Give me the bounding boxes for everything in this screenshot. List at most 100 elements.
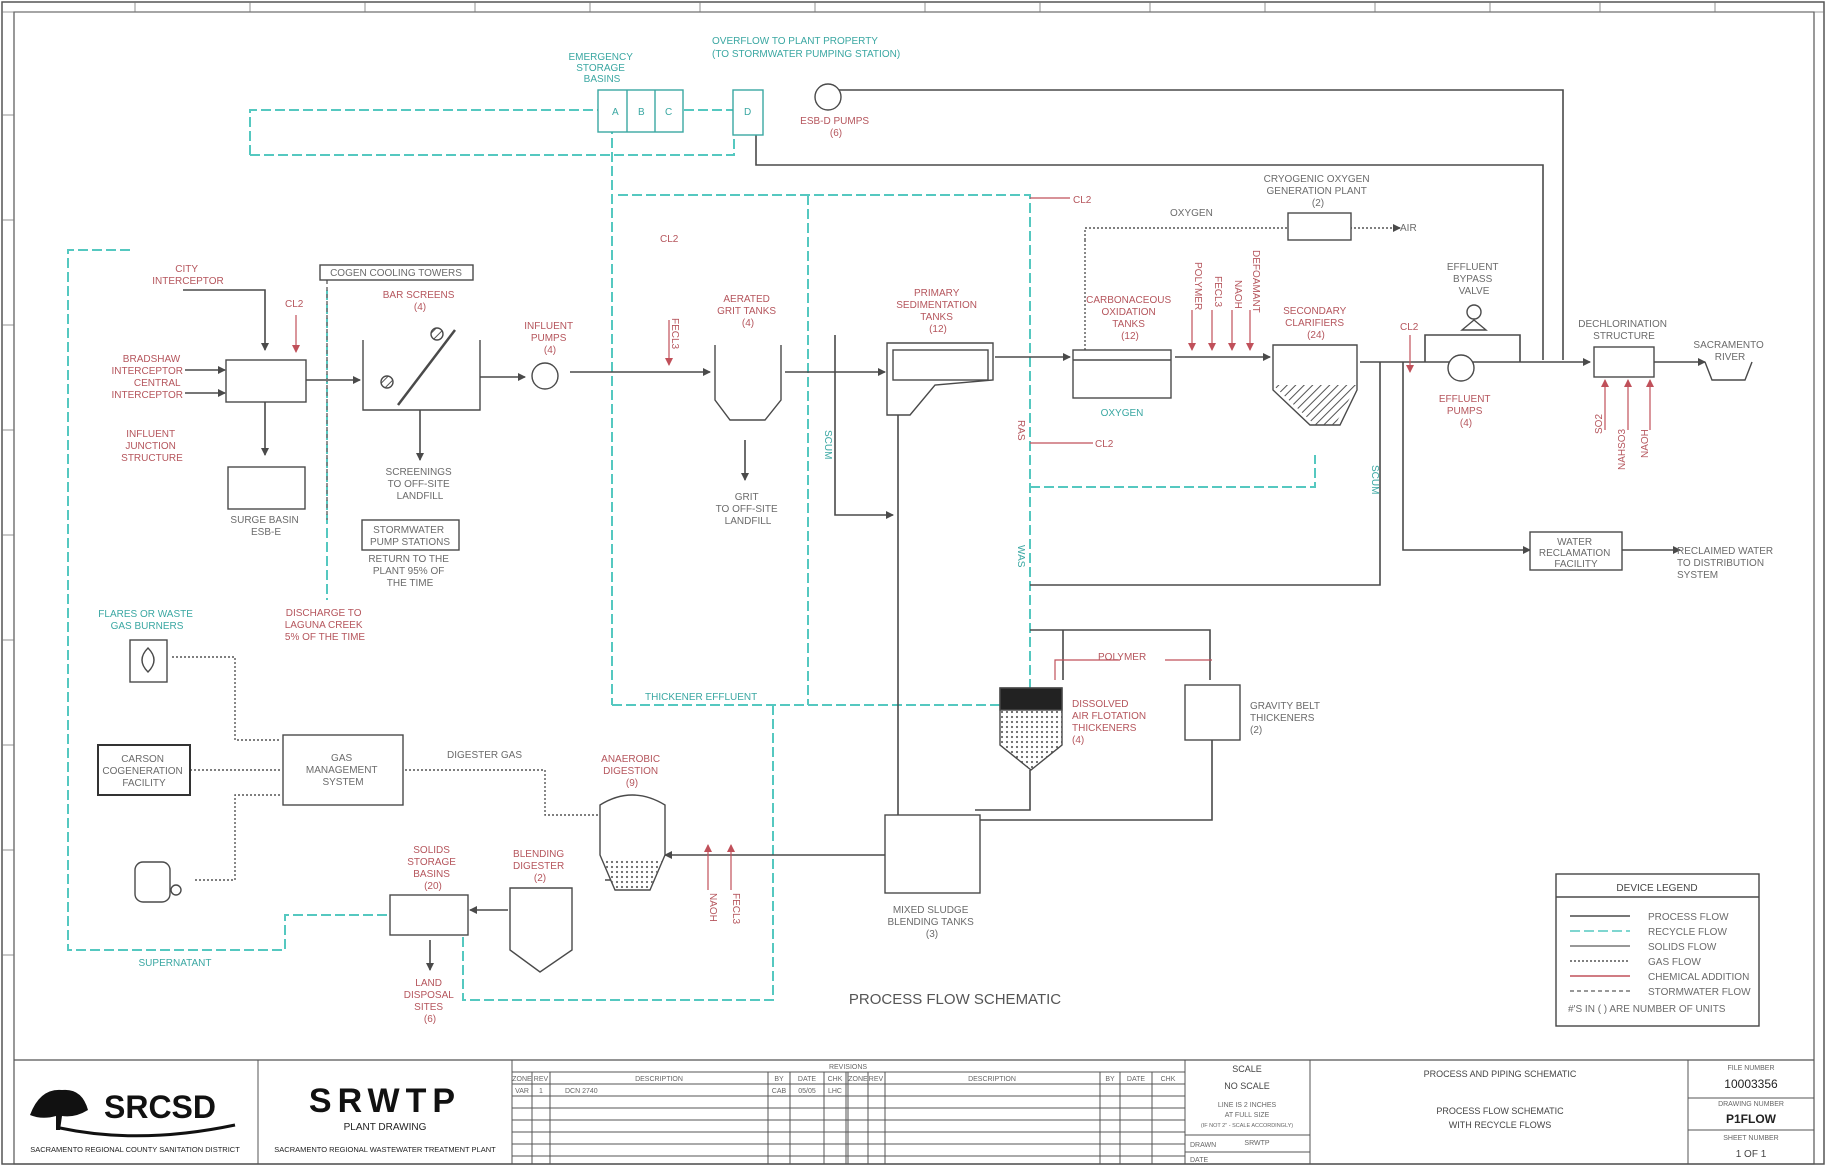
legend-solids: SOLIDS FLOW [1648,942,1717,953]
effluent-bypass-label: EFFLUENT BYPASS VALVE [1447,262,1501,297]
naoh-label-2: NAOH [1640,429,1651,458]
svg-text:DATE: DATE [1127,1076,1145,1083]
flare-icon [129,639,168,683]
legend-recycle: RECYCLE FLOW [1648,927,1727,938]
blending-digester-label: BLENDING DIGESTER (2) [513,849,567,884]
basin-b-label: B [638,107,645,118]
title-main-1: PROCESS FLOW SCHEMATIC [1436,1106,1564,1116]
mixed-sludge-blending-tank [884,814,981,894]
sheet-number-label: SHEET NUMBER [1723,1135,1779,1142]
city-interceptor-label: CITY INTERCEPTOR [152,264,224,287]
sacramento-river-icon [1704,361,1753,381]
solids-storage-label: SOLIDS STORAGE BASINS (20) [407,845,459,892]
supernatant-label: SUPERNATANT [139,958,212,969]
carbonaceous-label: CARBONACEOUS OXIDATION TANKS (12) [1086,295,1174,342]
revisions-header: REVISIONS [829,1064,867,1071]
surge-basin-label: SURGE BASIN ESB-E [230,515,301,538]
land-disposal-label: LAND DISPOSAL SITES (6) [404,978,456,1025]
stormwater-pump-stations [361,519,460,551]
chemical-flow-lines [292,197,1654,890]
scum-label-2: SCUM [1369,465,1380,494]
secondary-clar-label: SECONDARY CLARIFIERS (24) [1283,306,1349,341]
cryogenic-label: CRYOGENIC OXYGEN GENERATION PLANT (2) [1264,174,1373,209]
emergency-storage-basins [597,89,684,133]
gravity-belt-label: GRAVITY BELT THICKENERS (2) [1250,701,1323,736]
influent-pump [531,362,559,390]
solids-storage-basins [389,894,469,936]
svg-text:REV: REV [869,1076,884,1083]
legend-process: PROCESS FLOW [1648,912,1729,923]
diagram-labels: EMERGENCY STORAGE BASINS A B C D OVERFLO… [98,36,1773,1025]
rev-date: 05/05 [798,1088,816,1095]
gas-flow-lines [172,224,1401,881]
date-label: DATE [1190,1157,1208,1164]
svg-text:BY: BY [774,1076,784,1083]
drawing-number-label: DRAWING NUMBER [1718,1101,1784,1108]
air-label: AIR [1400,223,1417,234]
thickener-effluent-label: THICKENER EFFLUENT [645,692,757,703]
scale-accordingly-note: (IF NOT 2" - SCALE ACCORDINGLY) [1201,1123,1293,1129]
legend-text: DEVICE LEGEND PROCESS FLOW RECYCLE FLOW … [1568,883,1751,1015]
cl2-label-1: CL2 [1073,195,1092,206]
tree-logo-icon [30,1089,88,1130]
stormwater-pump-label: STORMWATER PUMP STATIONS [370,525,450,548]
water-reclamation-label: WATER RECLAMATION FACILITY [1539,537,1613,570]
primary-sed-label: PRIMARY SEDIMENTATION TANKS (12) [896,288,980,335]
gas-mgmt-label: GAS MANAGEMENT SYSTEM [306,753,380,788]
polymer-label: POLYMER [1098,652,1146,663]
fecl3-label-3: FECL3 [730,893,741,925]
legend-title: DEVICE LEGEND [1616,883,1697,894]
title-top: PROCESS AND PIPING SCHEMATIC [1424,1069,1577,1079]
file-number: 10003356 [1724,1077,1778,1091]
svg-text:DATE: DATE [798,1076,816,1083]
fecl3-label-2: FECL3 [1212,276,1223,308]
sacramento-river-label: SACRAMENTO RIVER [1693,340,1766,363]
legend-swatches [1570,915,1630,992]
rev-zone: VAR [515,1088,529,1095]
esb-pumps-label: ESB-D PUMPS (6) [800,116,872,139]
daf-label: DISSOLVED AIR FLOTATION THICKENERS (4) [1072,699,1149,746]
plant-name: SACRAMENTO REGIONAL WASTEWATER TREATMENT… [274,1145,496,1154]
grit-landfill-label: GRIT TO OFF-SITE LANDFILL [716,492,781,527]
line-note: LINE IS 2 INCHES [1218,1102,1277,1109]
cl2-label-5: CL2 [1400,322,1419,333]
device-legend [1555,873,1760,1027]
scale-header: SCALE [1232,1064,1262,1074]
emergency-storage-label: EMERGENCY STORAGE BASINS [568,52,635,85]
cl2-label-3: CL2 [285,299,304,310]
primary-sedimentation-tank [886,342,994,416]
svg-text:BY: BY [1105,1076,1115,1083]
svg-text:DESCRIPTION: DESCRIPTION [635,1076,683,1083]
srcsd-logo: SRCSD [104,1089,216,1125]
influent-pumps-label: INFLUENT PUMPS (4) [524,321,576,356]
return-plant-label: RETURN TO THE PLANT 95% OF THE TIME [368,554,451,589]
boiler-icon [134,861,171,903]
legend-chemical: CHEMICAL ADDITION [1648,972,1749,983]
nahso3-label: NAHSO3 [1617,428,1628,470]
gas-management-system [282,734,404,806]
dechlorination-label: DECHLORINATION STRUCTURE [1578,319,1670,342]
dechlorination-structure [1593,346,1655,378]
gravity-belt-thickener [1184,684,1241,741]
so2-label: SO2 [1594,414,1605,434]
recycle-flow-lines [67,109,1316,1001]
influent-junction-structure [225,359,307,403]
svg-text:ZONE: ZONE [512,1076,532,1083]
rev-description: DCN 2740 [565,1088,598,1095]
sheet-number: 1 OF 1 [1736,1149,1767,1160]
cl2-label-2: CL2 [660,234,679,245]
fecl3-label: FECL3 [669,318,680,350]
overflow-label: OVERFLOW TO PLANT PROPERTY (TO STORMWATE… [712,36,900,60]
svg-text:DESCRIPTION: DESCRIPTION [968,1076,1016,1083]
discharge-laguna-label: DISCHARGE TO LAGUNA CREEK 5% OF THE TIME [285,608,366,643]
srwtp-logo: SRWTP [309,1082,461,1120]
rev-number: 1 [539,1088,543,1095]
plant-drawing-label: PLANT DRAWING [344,1122,427,1133]
file-number-label: FILE NUMBER [1727,1065,1774,1072]
legend-note: #'S IN ( ) ARE NUMBER OF UNITS [1568,1004,1726,1015]
effluent-bypass-valve-icon [1466,304,1482,320]
org-name: SACRAMENTO REGIONAL COUNTY SANITATION DI… [30,1145,240,1154]
naoh-label-1: NAOH [1232,280,1243,309]
